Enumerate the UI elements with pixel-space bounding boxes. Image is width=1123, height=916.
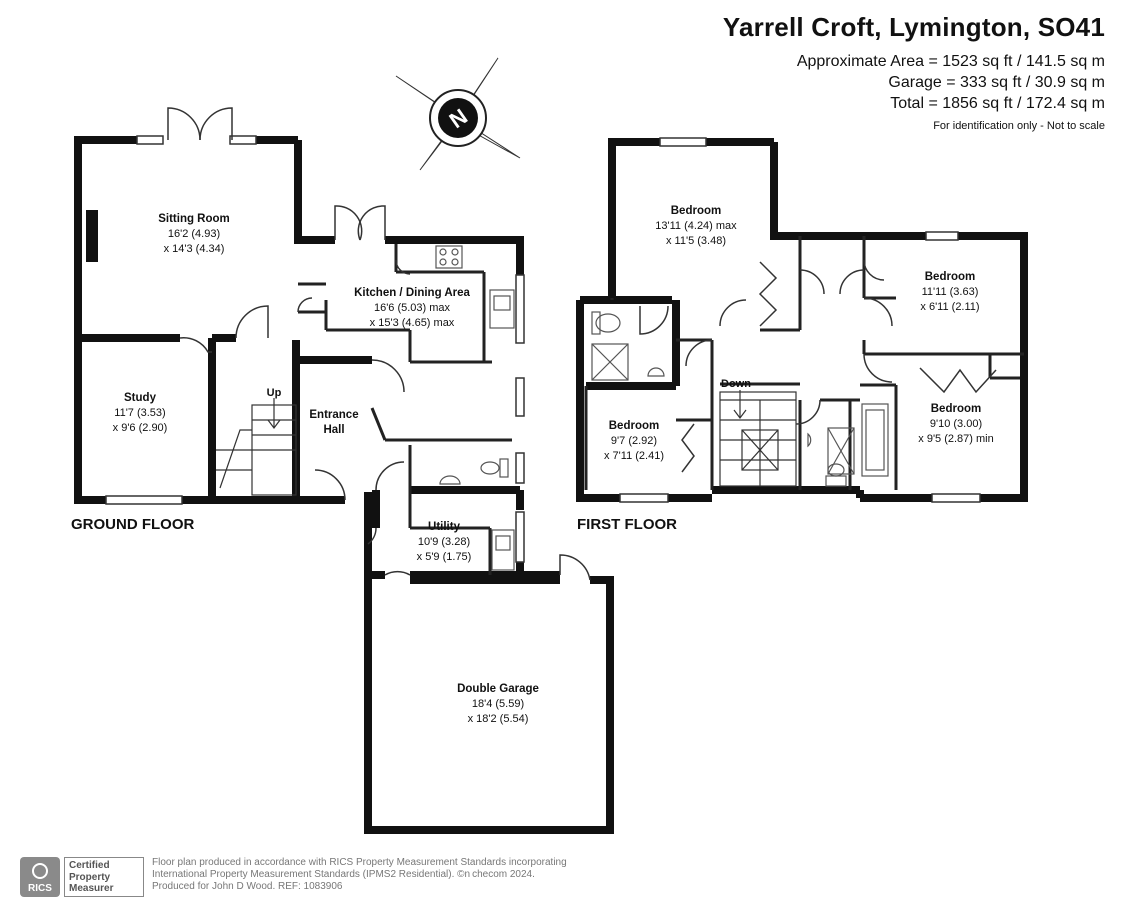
stairs-up-label: Up [267, 387, 282, 399]
garage-name: Double Garage [457, 683, 539, 695]
utility-dim2: x 5'9 (1.75) [417, 551, 472, 563]
garage-area: Garage = 333 sq ft / 30.9 sq m [888, 74, 1105, 91]
certified-measurer-box: Certified Property Measurer [64, 857, 144, 897]
footer-text: Floor plan produced in accordance with R… [152, 857, 567, 893]
bedroom4-dim2: x 9'5 (2.87) min [918, 433, 993, 445]
compass-icon [395, 57, 521, 171]
ground-doors [167, 107, 591, 581]
ground-windows [105, 135, 525, 563]
ground-fixtures [435, 245, 515, 571]
plan-title: Yarrell Croft, Lymington, SO41 [722, 12, 1105, 42]
sitting-room-dim1: 16'2 (4.93) [168, 228, 220, 240]
cpm-line-1: Certified [69, 860, 110, 871]
kitchen-name: Kitchen / Dining Area [354, 287, 470, 299]
first-stairs [719, 390, 797, 487]
sitting-room-dim2: x 14'3 (4.34) [164, 243, 225, 255]
first-floor-label: FIRST FLOOR [577, 516, 677, 533]
bedroom2-dim1: 11'11 (3.63) [922, 286, 979, 298]
utility-name: Utility [428, 521, 461, 533]
rics-badge: RICS [20, 857, 60, 897]
fireplace [86, 210, 98, 262]
cpm-line-2: Property [69, 871, 111, 883]
first-doors [639, 259, 997, 473]
first-fixtures [591, 311, 889, 487]
kitchen-dim2: x 15'3 (4.65) max [370, 317, 455, 329]
rics-logo: RICS Certified Property Measurer [20, 857, 148, 899]
garage-dim2: x 18'2 (5.54) [468, 713, 529, 725]
utility-dim1: 10'9 (3.28) [418, 536, 470, 548]
stairs-down-label: Down [721, 378, 751, 390]
garage-post [364, 700, 372, 716]
rics-badge-text: RICS [28, 883, 52, 894]
ground-stairs [216, 398, 297, 496]
first-windows [619, 137, 981, 503]
bedroom4-dim1: 9'10 (3.00) [930, 418, 982, 430]
garage-dim1: 18'4 (5.59) [472, 698, 524, 710]
bedroom3-dim1: 9'7 (2.92) [611, 435, 657, 447]
bedroom1-dim2: x 11'5 (3.48) [666, 235, 726, 247]
study-name: Study [124, 392, 157, 404]
bedroom3-name: Bedroom [609, 420, 659, 432]
hall-name-2: Hall [323, 424, 344, 436]
ground-floor-label: GROUND FLOOR [71, 516, 195, 533]
bedroom3-dim2: x 7'11 (2.41) [604, 450, 664, 462]
footer-line-2: International Property Measurement Stand… [152, 869, 535, 880]
hall-name-1: Entrance [309, 409, 358, 421]
total-area: Total = 1856 sq ft / 172.4 sq m [890, 95, 1105, 112]
bedroom2-dim2: x 6'11 (2.11) [920, 301, 979, 313]
bedroom2-name: Bedroom [925, 271, 975, 283]
sitting-room-name: Sitting Room [158, 213, 230, 225]
ground-floor-walls [74, 136, 614, 834]
bedroom1-name: Bedroom [671, 205, 721, 217]
footer-line-1: Floor plan produced in accordance with R… [152, 857, 567, 868]
bedroom4-name: Bedroom [931, 403, 981, 415]
approx-area: Approximate Area = 1523 sq ft / 141.5 sq… [796, 53, 1105, 70]
ground-internal-walls [298, 244, 512, 575]
disclaimer: For identification only - Not to scale [933, 120, 1105, 132]
study-dim1: 11'7 (3.53) [114, 407, 165, 419]
study-dim2: x 9'6 (2.90) [113, 422, 168, 434]
kitchen-dim1: 16'6 (5.03) max [374, 302, 451, 314]
rics-emblem-icon [32, 863, 48, 879]
first-floor-walls [576, 138, 1028, 502]
cpm-line-3: Measurer [69, 883, 114, 894]
bedroom1-dim1: 13'11 (4.24) max [655, 220, 737, 232]
footer-line-3: Produced for John D Wood. REF: 1083906 [152, 881, 343, 892]
